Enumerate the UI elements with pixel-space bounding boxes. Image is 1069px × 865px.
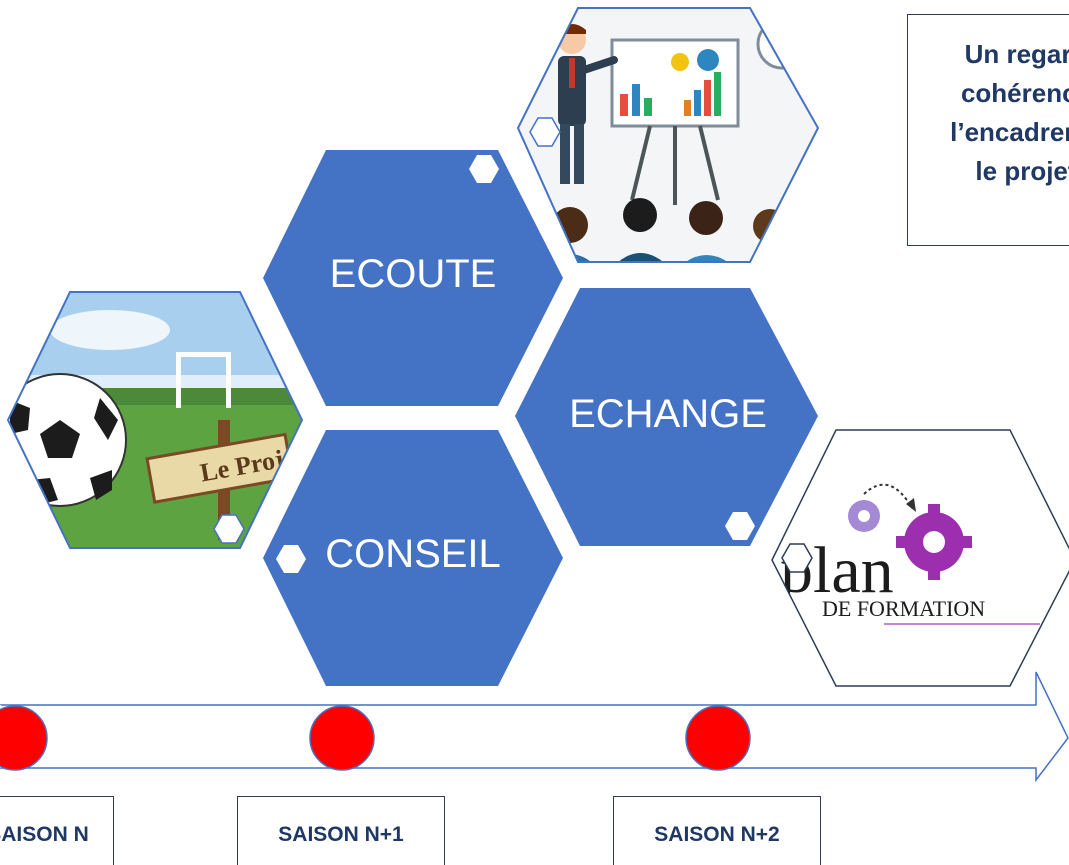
hexagon-ecoute: [263, 150, 563, 406]
hex-marker-ecoute: [469, 155, 499, 183]
football-image-border: [6, 291, 304, 549]
hex-marker-echange: [725, 512, 755, 540]
hexagon-conseil: [263, 430, 563, 686]
season-n1-box: SAISON N+1: [237, 796, 445, 865]
hexagon-label-ecoute: ECOUTE: [330, 252, 497, 296]
season-n-label: SAISON N: [0, 823, 89, 846]
season-n2-label: SAISON N+2: [654, 823, 780, 846]
info-line-4: le projet: [975, 156, 1069, 186]
presenter-image-border: [516, 7, 820, 263]
season-n1-label: SAISON N+1: [278, 823, 404, 846]
hexagon-label-conseil: CONSEIL: [325, 532, 501, 576]
milestone-season-n: [0, 705, 48, 771]
plan-sub-text: DE FORMATION: [822, 596, 985, 621]
hex-marker-conseil: [276, 545, 306, 573]
milestone-season-n1: [309, 705, 375, 771]
info-line-3: l’encadreme: [950, 117, 1069, 147]
season-n2-box: SAISON N+2: [613, 796, 821, 865]
timeline-arrow: [0, 671, 1069, 783]
hexagon-echange: [515, 288, 818, 546]
hex-marker-football: [213, 514, 245, 544]
plan-image-border: [771, 429, 1069, 687]
info-box-text: Un regard cohérence l’encadreme le proje…: [926, 35, 1069, 191]
season-n-box: SAISON N: [0, 796, 114, 865]
hex-marker-plan: [781, 543, 813, 573]
plan-de-formation-image: plan DE FORMATION: [772, 430, 1069, 686]
info-box: Un regard cohérence l’encadreme le proje…: [907, 14, 1069, 246]
info-line-1: Un regard: [964, 39, 1069, 69]
hex-marker-presenter: [529, 117, 561, 147]
hexagon-label-echange: ECHANGE: [569, 392, 767, 436]
milestone-season-n2: [685, 705, 751, 771]
football-image: Le Proj: [8, 292, 302, 548]
info-line-2: cohérence: [960, 78, 1069, 108]
